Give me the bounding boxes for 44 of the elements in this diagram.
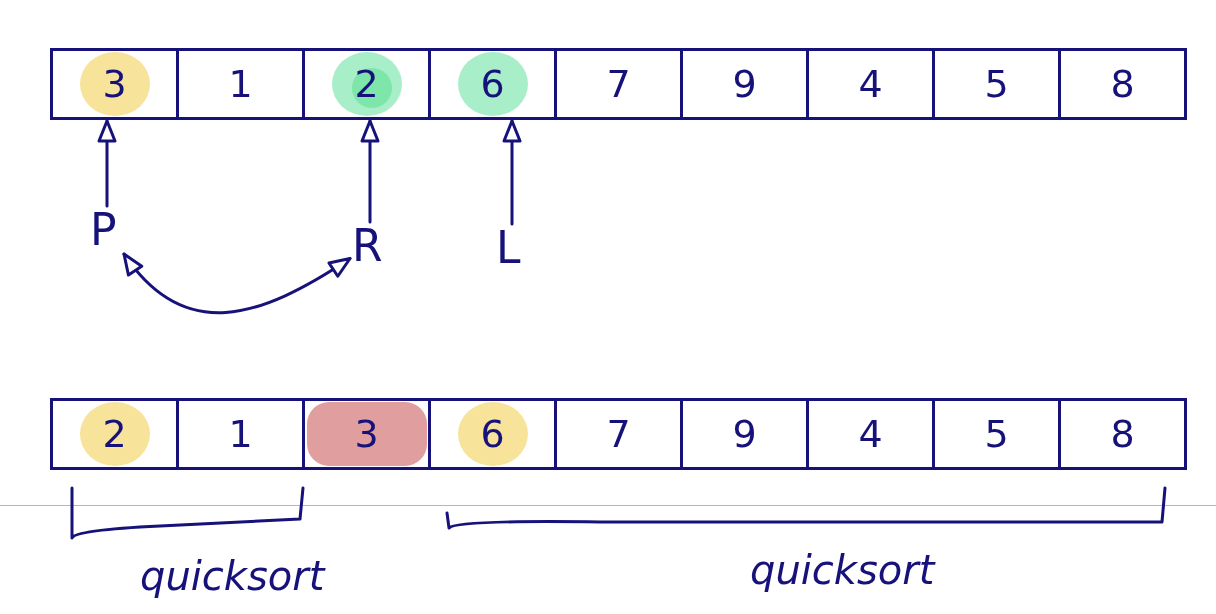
cell-value: 6 [480, 415, 505, 453]
array-cell [806, 48, 935, 120]
cell-value: 8 [1110, 65, 1135, 103]
double-arrow [122, 252, 352, 314]
cell-value: 9 [732, 415, 757, 453]
array-cell [932, 398, 1061, 470]
array-cell [1058, 48, 1187, 120]
cell-value: 1 [228, 65, 253, 103]
pointer-label: P [90, 208, 124, 254]
array-cell [554, 398, 683, 470]
array-cell [50, 48, 179, 120]
array-cell [50, 398, 179, 470]
note-text: quicksort [750, 550, 935, 590]
cell-value: 3 [354, 415, 379, 453]
cell-value: 5 [984, 65, 1009, 103]
cell-value: 1 [228, 415, 253, 453]
array-cell [428, 398, 557, 470]
cell-value: 4 [858, 65, 883, 103]
array-cell [806, 398, 935, 470]
cell-value: 8 [1110, 415, 1135, 453]
arrow [97, 119, 117, 208]
array-cell [554, 48, 683, 120]
note-text: quicksort [140, 556, 325, 596]
pointer-label: L [496, 226, 528, 272]
array-cell [428, 48, 557, 120]
array-cell [176, 48, 305, 120]
cell-value: 3 [102, 65, 127, 103]
array-cell [1058, 398, 1187, 470]
cell-value: 9 [732, 65, 757, 103]
cell-value: 7 [606, 65, 631, 103]
cell-value: 2 [102, 415, 127, 453]
arrow [502, 119, 522, 226]
array-cell [680, 48, 809, 120]
cell-value: 4 [858, 415, 883, 453]
cell-value: 6 [480, 65, 505, 103]
array-cell [932, 48, 1061, 120]
pointer-label: R [352, 224, 388, 270]
cell-value: 2 [354, 65, 379, 103]
cell-value: 7 [606, 415, 631, 453]
array-cell [176, 398, 305, 470]
array-cell [680, 398, 809, 470]
arrow [360, 119, 380, 224]
array-cell [302, 48, 431, 120]
cell-value: 5 [984, 415, 1009, 453]
